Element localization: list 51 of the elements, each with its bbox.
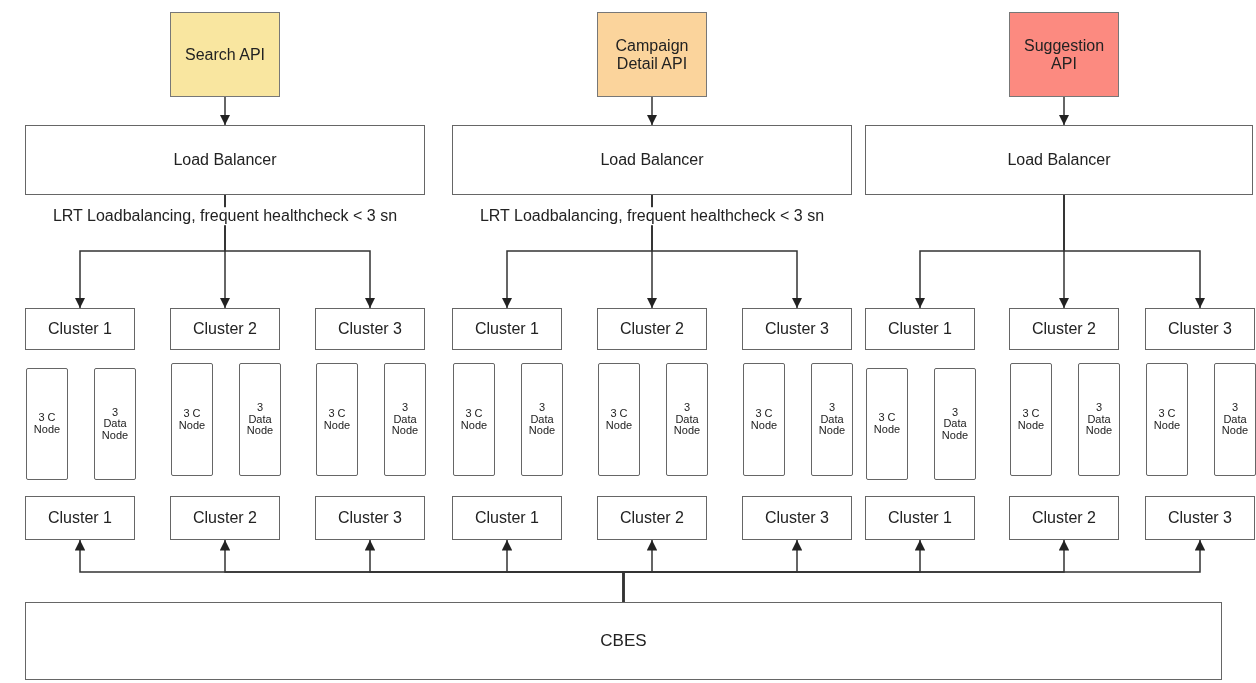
cluster-box: Cluster 3	[742, 308, 852, 350]
cluster-box: Cluster 3	[1145, 308, 1255, 350]
arrow	[651, 194, 803, 309]
cluster-box: Cluster 3	[1145, 496, 1255, 540]
node-group-box: 3 Data Node	[94, 368, 136, 480]
arrow	[646, 96, 658, 126]
node-group-box: 3 C Node	[453, 363, 495, 476]
edge-label: LRT Loadbalancing, frequent healthcheck < 3 sn	[478, 207, 826, 225]
node-group-box: 3 Data Node	[811, 363, 853, 476]
node-group-box: 3 C Node	[1010, 363, 1052, 476]
node-group-box: 3 Data Node	[934, 368, 976, 480]
edge-label: LRT Loadbalancing, frequent healthcheck < 3 sn	[51, 207, 399, 225]
cluster-box: Cluster 1	[452, 496, 562, 540]
api-box: Search API	[170, 12, 280, 97]
cluster-box: Cluster 2	[170, 496, 280, 540]
node-group-box: 3 Data Node	[1214, 363, 1256, 476]
node-group-box: 3 C Node	[1146, 363, 1188, 476]
cluster-box: Cluster 1	[452, 308, 562, 350]
api-box: Campaign Detail API	[597, 12, 707, 97]
cluster-box: Cluster 3	[742, 496, 852, 540]
node-group-box: 3 Data Node	[1078, 363, 1120, 476]
api-box: Suggestion API	[1009, 12, 1119, 97]
cluster-box: Cluster 2	[1009, 496, 1119, 540]
load-balancer-box: Load Balancer	[865, 125, 1253, 195]
node-group-box: 3 C Node	[26, 368, 68, 480]
node-group-box: 3 Data Node	[666, 363, 708, 476]
node-group-box: 3 C Node	[866, 368, 908, 480]
cluster-box: Cluster 1	[25, 308, 135, 350]
cluster-box: Cluster 2	[170, 308, 280, 350]
node-group-box: 3 Data Node	[239, 363, 281, 476]
arrow	[1063, 194, 1206, 309]
cluster-box: Cluster 1	[865, 496, 975, 540]
arrow	[1058, 96, 1070, 126]
node-group-box: 3 Data Node	[521, 363, 563, 476]
node-group-box: 3 C Node	[316, 363, 358, 476]
node-group-box: 3 Data Node	[384, 363, 426, 476]
cluster-box: Cluster 2	[597, 308, 707, 350]
cluster-box: Cluster 3	[315, 496, 425, 540]
cluster-box: Cluster 2	[1009, 308, 1119, 350]
load-balancer-box: Load Balancer	[25, 125, 425, 195]
arrow	[219, 96, 231, 126]
load-balancer-box: Load Balancer	[452, 125, 852, 195]
storage-box: CBES	[25, 602, 1222, 680]
node-group-box: 3 C Node	[171, 363, 213, 476]
cluster-box: Cluster 3	[315, 308, 425, 350]
cluster-box: Cluster 2	[597, 496, 707, 540]
cluster-box: Cluster 1	[865, 308, 975, 350]
cluster-box: Cluster 1	[25, 496, 135, 540]
node-group-box: 3 C Node	[598, 363, 640, 476]
arrow	[224, 194, 376, 309]
node-group-box: 3 C Node	[743, 363, 785, 476]
